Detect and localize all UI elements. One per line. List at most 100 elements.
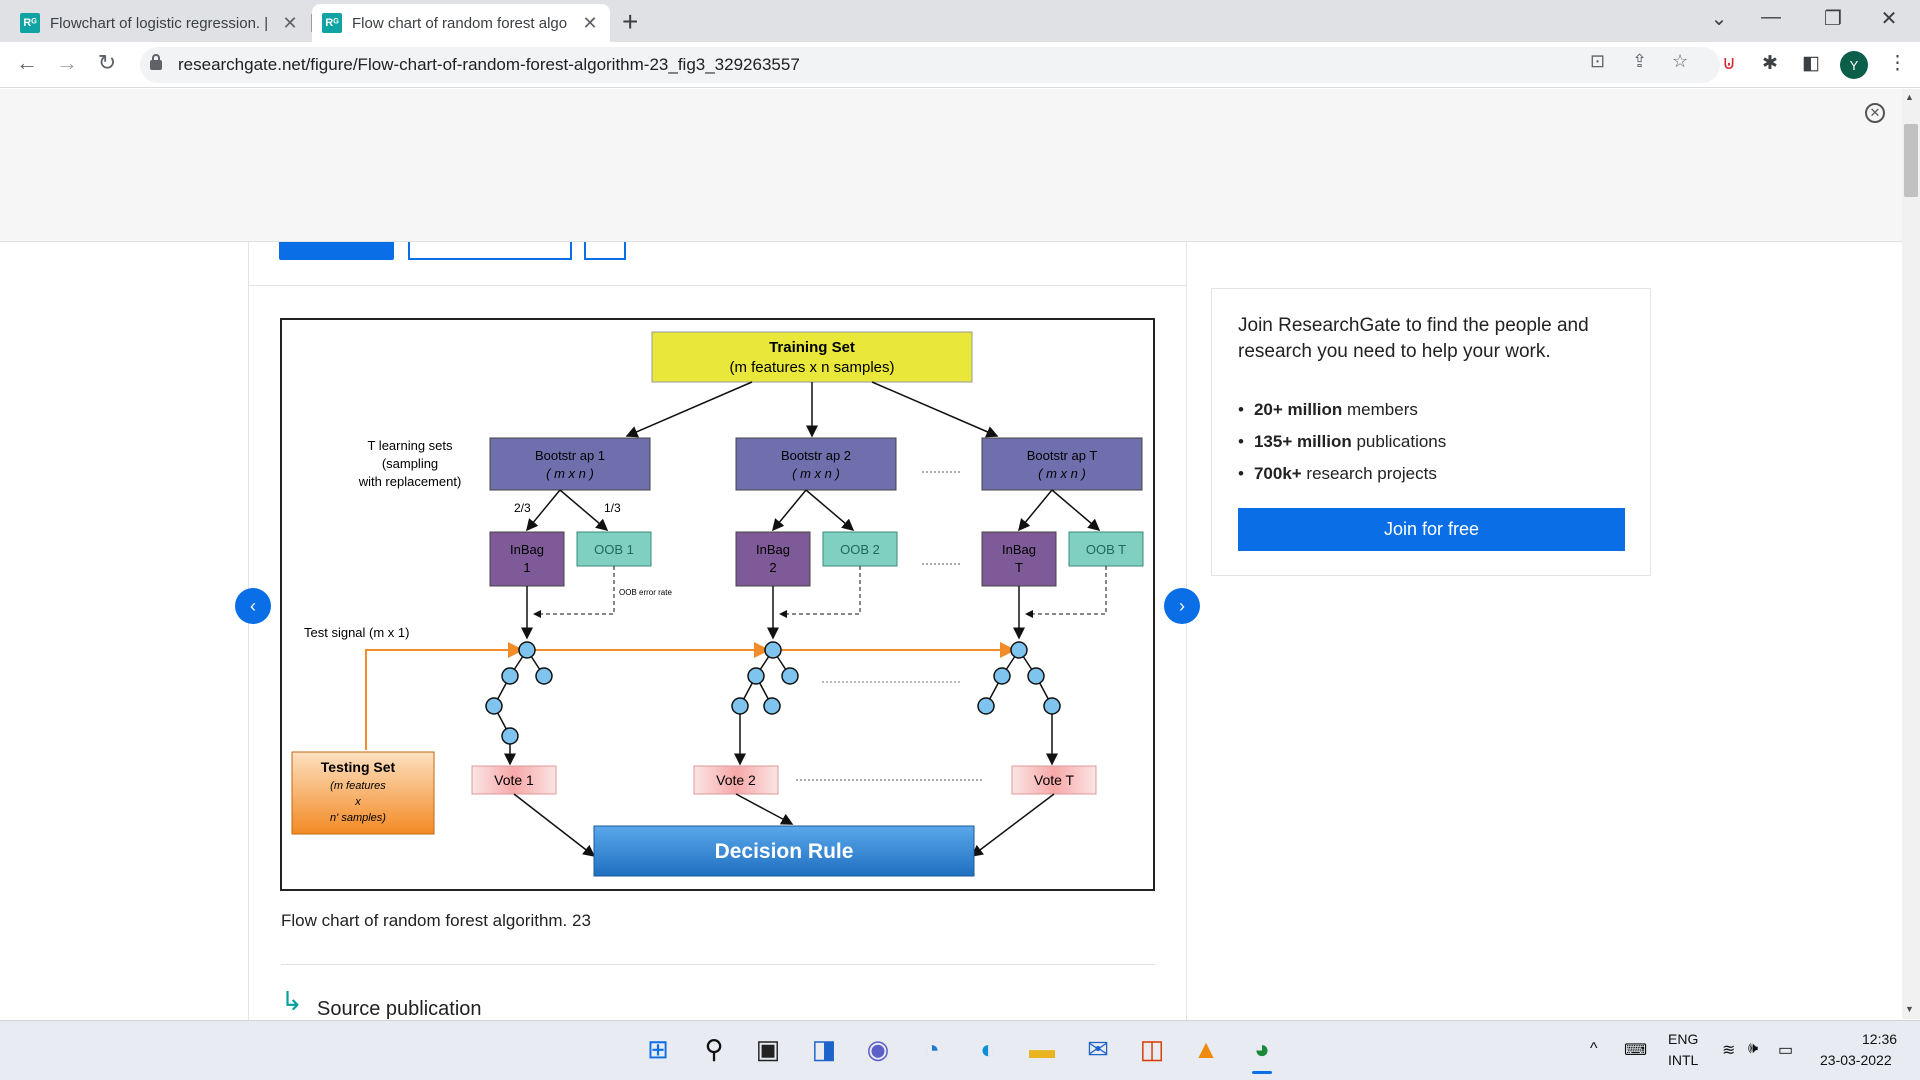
bookmark-star-icon[interactable]: ☆: [1672, 51, 1689, 71]
inbag-label: InBag: [756, 542, 790, 557]
decision-tree-1: [485, 641, 553, 745]
stat-label: publications: [1351, 432, 1447, 451]
stat-value: 135+ million: [1253, 432, 1352, 451]
keyboard-icon[interactable]: ⌨: [1624, 1042, 1648, 1059]
bootstrap-dims: ( m x n ): [546, 466, 594, 481]
figure-caption: Flow chart of random forest algorithm. 2…: [281, 911, 591, 930]
edge-icon[interactable]: ◐: [980, 1033, 996, 1064]
inbag-index: 2: [769, 560, 776, 575]
download-button[interactable]: [279, 242, 394, 260]
side-panel-icon[interactable]: ◧: [1802, 53, 1820, 74]
source-publication-heading[interactable]: Source publication: [317, 998, 482, 1020]
scroll-up-arrow-icon[interactable]: ▲: [1905, 92, 1914, 102]
widgets-icon[interactable]: ◨: [811, 1033, 837, 1064]
volume-icon[interactable]: 🕪: [1748, 1040, 1759, 1057]
testing-set-detail: (m features: [330, 780, 386, 792]
learning-sets-label: (sampling: [382, 456, 438, 471]
minimize-button[interactable]: —: [1761, 6, 1781, 28]
mail-icon[interactable]: ✉: [1087, 1033, 1109, 1064]
vlc-icon[interactable]: ▲: [1193, 1033, 1219, 1064]
stat-value: 20+ million: [1253, 400, 1343, 419]
decision-rule-label: Decision Rule: [715, 840, 854, 863]
file-explorer-icon[interactable]: ▬: [1029, 1033, 1055, 1064]
training-set-node: Training Set (m features x n samples): [651, 331, 973, 383]
close-icon[interactable]: ✕: [282, 12, 298, 33]
teams-chat-icon[interactable]: ◉: [866, 1033, 890, 1064]
translate-icon[interactable]: ⊡: [1590, 51, 1606, 71]
office-icon[interactable]: ◫: [1139, 1033, 1165, 1064]
wifi-icon[interactable]: ≋: [1722, 1042, 1736, 1059]
bootstrap-label: Bootstr ap 1: [535, 448, 605, 463]
training-set-title: Training Set: [769, 339, 855, 356]
address-bar[interactable]: researchgate.net/figure/Flow-chart-of-ra…: [140, 47, 1720, 83]
inbag-node-1: InBag 1: [489, 531, 565, 587]
stat-value: 700k+: [1253, 464, 1302, 483]
battery-icon[interactable]: ▭: [1778, 1042, 1794, 1059]
tab-search-chevron-icon[interactable]: ⌄: [1710, 8, 1728, 30]
next-figure-button[interactable]: ›: [1164, 588, 1200, 624]
decision-rule-node: Decision Rule: [593, 825, 975, 877]
bootstrap-node-t: Bootstr ap T ( m x n ): [981, 437, 1143, 491]
restore-button[interactable]: ❐: [1824, 8, 1842, 30]
pocket-extension-icon[interactable]: ⊍: [1722, 53, 1736, 74]
join-researchgate-card: Join ResearchGate to find the people and…: [1211, 288, 1651, 576]
extensions-puzzle-icon[interactable]: ✱: [1762, 53, 1778, 74]
scrollbar-track[interactable]: [1902, 89, 1920, 1019]
taskbar: [0, 1020, 1920, 1080]
tab-random-forest[interactable]: Rᴳ Flow chart of random forest algo ✕: [312, 4, 610, 42]
window-close-button[interactable]: ✕: [1880, 8, 1898, 30]
back-button[interactable]: ←: [16, 50, 38, 75]
vote-label: Vote T: [1034, 772, 1075, 788]
list-item: 700k+ research projects: [1238, 458, 1446, 490]
more-options-button[interactable]: [584, 242, 626, 260]
close-icon[interactable]: ✕: [582, 12, 598, 33]
view-publication-button[interactable]: [408, 242, 572, 260]
inbag-index: 1: [523, 560, 530, 575]
show-hidden-icons-chevron-icon[interactable]: ^: [1590, 1040, 1598, 1057]
reload-button[interactable]: ↻: [97, 50, 117, 75]
join-for-free-button[interactable]: Join for free: [1238, 508, 1625, 551]
language-line1[interactable]: ENG: [1668, 1031, 1699, 1047]
bootstrap-dims: ( m x n ): [1038, 466, 1086, 481]
test-signal-label: Test signal (m x 1): [304, 625, 409, 640]
tab-logistic-regression[interactable]: Rᴳ Flowchart of logistic regression. | ✕: [10, 4, 310, 42]
clock-time[interactable]: 12:36: [1862, 1031, 1898, 1047]
divider: [281, 964, 1155, 965]
list-item: 20+ million members: [1238, 394, 1446, 426]
oob-label: OOB T: [1086, 542, 1126, 557]
bootstrap-node-1: Bootstr ap 1 ( m x n ): [489, 437, 651, 491]
profile-avatar[interactable]: Y: [1840, 51, 1868, 79]
decision-tree-t: [977, 641, 1061, 715]
tab-title: Flowchart of logistic regression. |: [50, 14, 269, 32]
url-text[interactable]: researchgate.net/figure/Flow-chart-of-ra…: [178, 55, 800, 74]
chrome-icon[interactable]: ◕: [1254, 1033, 1270, 1064]
search-icon[interactable]: ⚲: [704, 1033, 724, 1064]
scroll-down-arrow-icon[interactable]: ▼: [1905, 1004, 1914, 1014]
flowchart-figure[interactable]: Training Set (m features x n samples) T …: [280, 318, 1155, 891]
previous-figure-button[interactable]: ‹: [235, 588, 271, 624]
ad-banner: [0, 89, 1902, 242]
stat-label: members: [1342, 400, 1418, 419]
oob-error-rate-label: OOB error rate: [619, 588, 672, 597]
app-icon[interactable]: ◔: [924, 1033, 940, 1064]
language-line2[interactable]: INTL: [1668, 1052, 1699, 1068]
inbag-index: T: [1015, 560, 1023, 575]
share-icon[interactable]: ⇪: [1632, 51, 1648, 71]
oob-label: OOB 1: [594, 542, 634, 557]
oob-node-t: OOB T: [1068, 531, 1144, 567]
menu-kebab-icon[interactable]: ⋮: [1888, 53, 1907, 74]
clock-date[interactable]: 23-03-2022: [1820, 1052, 1892, 1068]
close-ad-icon[interactable]: ✕: [1865, 103, 1885, 123]
windows-start-icon[interactable]: ⊞: [647, 1033, 669, 1064]
lock-icon[interactable]: [150, 54, 162, 70]
list-item: 135+ million publications: [1238, 426, 1446, 458]
new-tab-button[interactable]: +: [622, 6, 639, 37]
vote-node-2: Vote 2: [693, 765, 779, 795]
task-view-icon[interactable]: ▣: [755, 1033, 781, 1064]
oob-label: OOB 2: [840, 542, 880, 557]
join-heading: Join ResearchGate to find the people and…: [1238, 315, 1589, 362]
scrollbar-thumb[interactable]: [1904, 124, 1918, 197]
testing-set-title: Testing Set: [321, 759, 396, 775]
bootstrap-label: Bootstr ap T: [1027, 448, 1098, 463]
forward-button[interactable]: →: [56, 50, 78, 75]
